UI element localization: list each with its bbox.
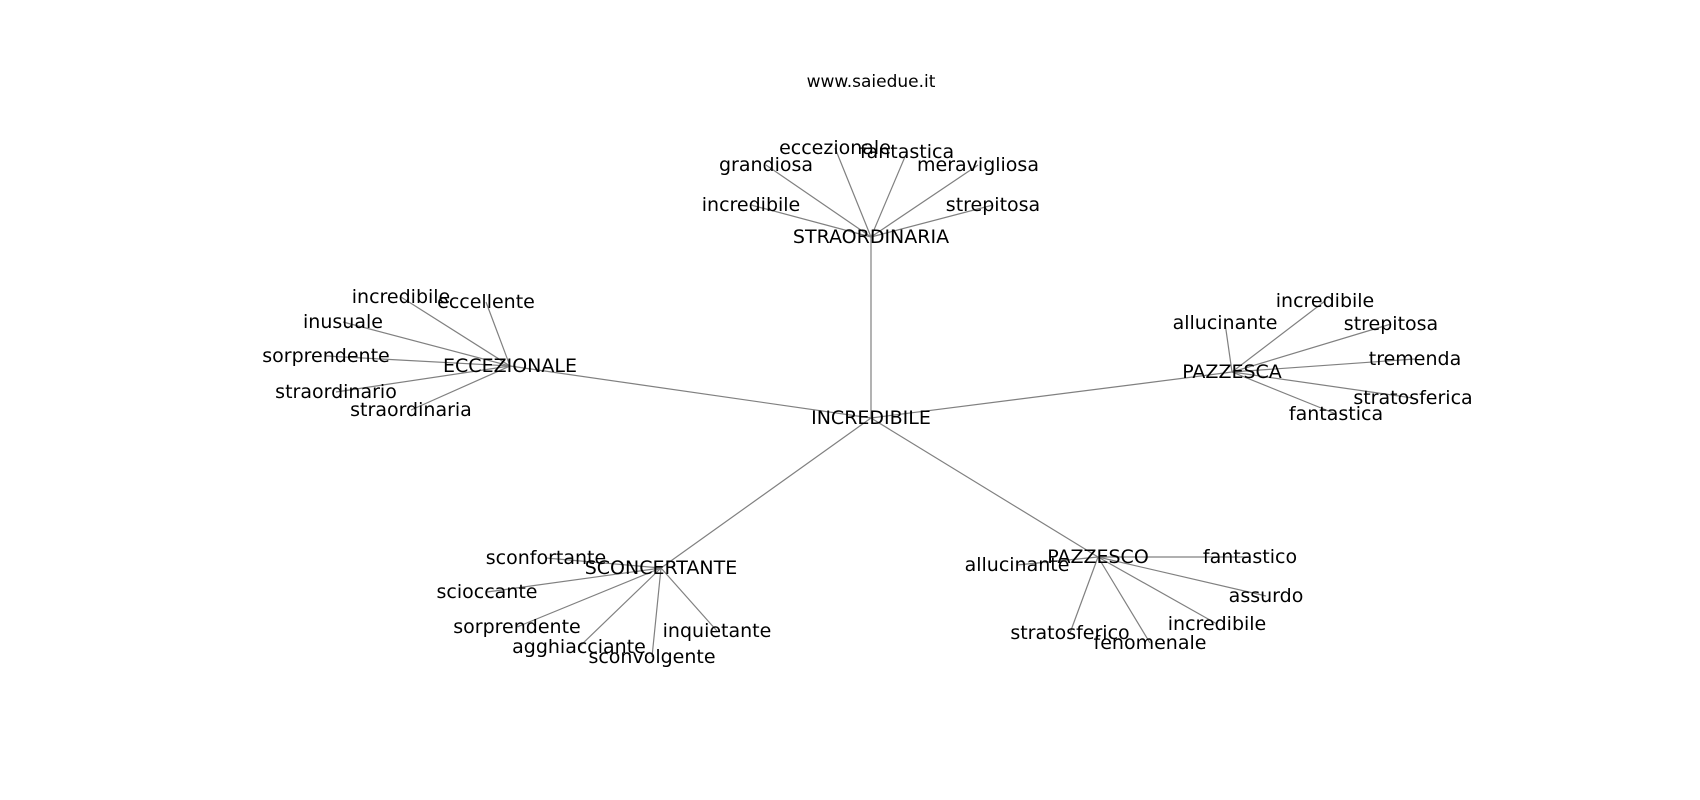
node-child-3-1: scioccante: [437, 581, 538, 603]
node-child-0-5: strepitosa: [946, 194, 1040, 216]
edge-3-3: [578, 567, 662, 648]
edge-0-1: [870, 151, 908, 238]
node-child-3-3: agghiacciante: [512, 636, 646, 658]
node-child-3-2: sorprendente: [453, 616, 580, 638]
node-layer: INCREDIBILESTRAORDINARIAeccezionalefanta…: [262, 137, 1472, 668]
node-child-2-4: stratosferica: [1353, 387, 1472, 409]
edge-4-3: [1097, 556, 1218, 625]
node-child-1-5: straordinaria: [350, 399, 472, 421]
node-group-4: PAZZESCO: [1047, 546, 1149, 568]
edge-4-2: [1097, 556, 1267, 597]
edge-2-3: [1231, 358, 1416, 373]
edge-0-3: [870, 164, 979, 238]
node-child-1-1: eccellente: [437, 291, 535, 313]
node-child-4-1: fantastico: [1203, 546, 1297, 568]
node-child-1-3: sorprendente: [262, 345, 389, 367]
node-child-1-0: incredibile: [352, 286, 451, 308]
source-title: www.saiedue.it: [807, 72, 936, 92]
node-child-4-5: stratosferico: [1010, 622, 1129, 644]
edge-3-0: [545, 557, 662, 569]
edge-1-4: [335, 365, 511, 393]
edge-root-3: [660, 417, 872, 569]
edge-4-5: [1069, 556, 1099, 634]
node-child-2-2: strepitosa: [1344, 313, 1438, 335]
edge-2-4: [1231, 371, 1414, 399]
node-child-0-1: fantastica: [860, 141, 954, 163]
edge-0-2: [765, 164, 872, 238]
edge-3-4: [651, 567, 662, 658]
edge-3-2: [516, 567, 662, 628]
node-child-1-2: inusuale: [303, 311, 383, 333]
edge-root-4: [870, 417, 1099, 558]
edge-2-0: [1231, 300, 1326, 373]
node-child-0-0: eccezionale: [779, 137, 891, 159]
node-child-3-5: inquietante: [663, 620, 772, 642]
edge-layer: [325, 147, 1416, 658]
edge-1-2: [342, 321, 511, 367]
edge-0-4: [750, 204, 872, 238]
node-group-3: SCONCERTANTE: [585, 557, 738, 579]
node-group-0: STRAORDINARIA: [793, 226, 949, 248]
node-child-3-4: sconvolgente: [588, 646, 715, 668]
edge-2-5: [1231, 371, 1337, 415]
node-child-1-4: straordinario: [275, 381, 397, 403]
edge-2-1: [1224, 322, 1233, 373]
node-child-2-1: allucinante: [1173, 312, 1278, 334]
node-child-0-4: incredibile: [702, 194, 801, 216]
node-group-2: PAZZESCA: [1182, 361, 1282, 383]
node-child-2-3: tremenda: [1369, 348, 1461, 370]
node-child-0-3: meravigliosa: [917, 154, 1039, 176]
edge-2-2: [1231, 323, 1392, 373]
edge-root-2: [870, 371, 1233, 419]
edge-1-3: [325, 355, 511, 367]
edge-1-0: [400, 296, 511, 367]
node-child-4-3: incredibile: [1168, 613, 1267, 635]
edge-0-5: [870, 204, 994, 238]
node-child-3-0: sconfortante: [486, 547, 606, 569]
node-child-2-5: fantastica: [1289, 403, 1383, 425]
node-root: INCREDIBILE: [811, 407, 931, 429]
node-child-4-2: assurdo: [1229, 585, 1304, 607]
node-child-2-0: incredibile: [1276, 290, 1375, 312]
edge-4-4: [1097, 556, 1151, 644]
node-child-4-0: allucinante: [965, 554, 1070, 576]
node-child-0-2: grandiosa: [719, 154, 813, 176]
edge-1-5: [410, 365, 511, 411]
edge-root-1: [509, 365, 872, 419]
edge-4-0: [1016, 556, 1099, 566]
edge-0-0: [834, 147, 872, 238]
edge-3-1: [486, 567, 662, 593]
edge-3-5: [660, 567, 718, 632]
node-child-4-4: fenomenale: [1094, 632, 1207, 654]
edge-1-1: [485, 301, 511, 367]
node-group-1: ECCEZIONALE: [443, 355, 577, 377]
